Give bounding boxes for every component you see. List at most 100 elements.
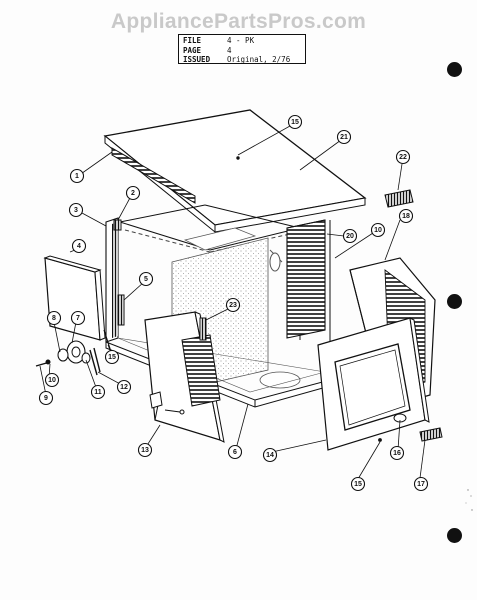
callout-circle (370, 222, 386, 238)
callout-number: 15 (291, 119, 299, 126)
callout-number: 23 (229, 302, 237, 309)
callout-10: 10 (44, 372, 60, 388)
part-5-slot (117, 294, 125, 326)
callout-circle (137, 442, 153, 458)
callout-circle (90, 384, 106, 400)
callout-circle (44, 372, 60, 388)
callout-circle (287, 114, 303, 130)
callout-number: 12 (120, 384, 128, 391)
right-side-grille (286, 219, 326, 339)
callout-20: 20 (342, 228, 358, 244)
part-23-strip (199, 317, 207, 341)
callout-number: 8 (52, 315, 56, 322)
callout-circle (46, 310, 62, 326)
callout-number: 21 (340, 134, 348, 141)
callout-number: 6 (233, 449, 237, 456)
callout-11: 11 (90, 384, 106, 400)
callout-1: 1 (69, 168, 85, 184)
callout-18: 18 (398, 208, 414, 224)
info-row-page: PAGE 4 (183, 46, 301, 56)
callout-number: 22 (399, 154, 407, 161)
callout-2: 2 (125, 185, 141, 201)
info-block: FILE 4 - PK PAGE 4 ISSUED Original, 2/76 (178, 34, 306, 64)
callout-15: 15 (350, 476, 366, 492)
part-22-block (384, 189, 414, 208)
callout-5: 5 (138, 271, 154, 287)
callout-circle (116, 379, 132, 395)
file-value: 4 - PK (227, 36, 255, 45)
page-label: PAGE (183, 45, 202, 55)
file-label: FILE (183, 36, 202, 45)
callout-number: 17 (417, 481, 425, 488)
callout-13: 13 (137, 442, 153, 458)
callout-circle (38, 390, 54, 406)
callout-number: 9 (44, 395, 48, 402)
callout-number: 15 (354, 481, 362, 488)
callout-number: 1 (75, 173, 79, 180)
callout-circle (395, 149, 411, 165)
callout-22: 22 (395, 149, 411, 165)
callout-circle (389, 445, 405, 461)
callout-circle (68, 202, 84, 218)
binder-hole-top (447, 62, 462, 77)
callout-3: 3 (68, 202, 84, 218)
callout-4: 4 (71, 238, 87, 254)
callout-circle (336, 129, 352, 145)
callout-15: 15 (104, 349, 120, 365)
callout-number: 3 (74, 207, 78, 214)
callout-16: 16 (389, 445, 405, 461)
callout-circle (262, 447, 278, 463)
callout-number: 7 (76, 315, 80, 322)
callout-21: 21 (336, 129, 352, 145)
callout-23: 23 (225, 297, 241, 313)
issued-label: ISSUED (183, 55, 211, 64)
callout-number: 13 (141, 447, 149, 454)
part-2-clip (113, 219, 122, 231)
callout-circle (225, 297, 241, 313)
callout-number: 18 (402, 213, 410, 220)
issued-value: Original, 2/76 (227, 55, 291, 64)
callout-7: 7 (70, 310, 86, 326)
control-knob-assembly (35, 329, 113, 376)
part-17-grille (419, 427, 443, 442)
info-row-issued: ISSUED Original, 2/76 (183, 55, 301, 65)
callout-circle (227, 444, 243, 460)
callout-circle (398, 208, 414, 224)
callout-number: 16 (393, 450, 401, 457)
leader-lines (39, 125, 426, 480)
callout-10: 10 (370, 222, 386, 238)
callout-number: 5 (144, 276, 148, 283)
callout-17: 17 (413, 476, 429, 492)
callout-circle (138, 271, 154, 287)
callout-number: 2 (131, 190, 135, 197)
front-grille-strip (111, 147, 196, 204)
callout-number: 15 (108, 354, 116, 361)
callout-circle (70, 310, 86, 326)
binder-hole-bottom (447, 528, 462, 543)
callout-9: 9 (38, 390, 54, 406)
callout-circle (342, 228, 358, 244)
callout-circle (104, 349, 120, 365)
binder-hole-middle (447, 294, 462, 309)
callout-circle (350, 476, 366, 492)
callout-number: 20 (346, 233, 354, 240)
callout-8: 8 (46, 310, 62, 326)
callout-circle (71, 238, 87, 254)
callout-15: 15 (287, 114, 303, 130)
callout-number: 11 (94, 389, 102, 396)
callout-number: 10 (48, 377, 56, 384)
scan-speckle (465, 489, 473, 511)
front-left-panel (144, 311, 225, 443)
callout-number: 10 (374, 227, 382, 234)
callout-circle (69, 168, 85, 184)
callout-12: 12 (116, 379, 132, 395)
callout-number: 4 (77, 243, 81, 250)
callout-14: 14 (262, 447, 278, 463)
watermark: AppliancePartsPros.com (110, 10, 367, 33)
front-right-panel (317, 317, 430, 451)
callout-circle (413, 476, 429, 492)
page-value: 4 (227, 45, 232, 55)
